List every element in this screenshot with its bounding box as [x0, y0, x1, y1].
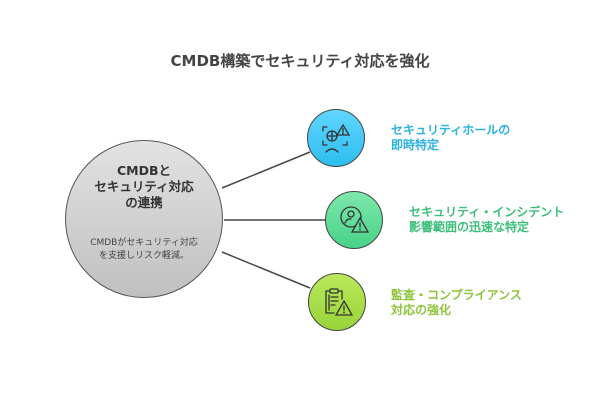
- face-scan-warning-icon: [322, 123, 351, 153]
- clipboard-warning-icon: [325, 288, 354, 316]
- node-label-1: セキュリティホールの 即時特定: [391, 123, 511, 152]
- central-concept-circle: CMDBと セキュリティ対応 の連携 CMDBがセキュリティ対応 を支援しリスク…: [65, 140, 223, 298]
- central-concept-title: CMDBと セキュリティ対応 の連携: [94, 163, 194, 210]
- node-label-2: セキュリティ・インシデント 影響範囲の迅速な特定: [409, 205, 565, 234]
- connector-line-3: [221, 251, 311, 289]
- node-label-3: 監査・コンプライアンス 対応の強化: [391, 288, 522, 317]
- connector-line-1: [221, 151, 311, 189]
- node-circle-3: [308, 273, 366, 331]
- diagram-title: CMDB構築でセキュリティ対応を強化: [170, 52, 430, 70]
- user-warning-icon: [340, 206, 370, 233]
- node-circle-2: [325, 191, 383, 249]
- central-concept-description: CMDBがセキュリティ対応 を支援しリスク軽減。: [90, 238, 198, 261]
- node-circle-1: [307, 109, 365, 167]
